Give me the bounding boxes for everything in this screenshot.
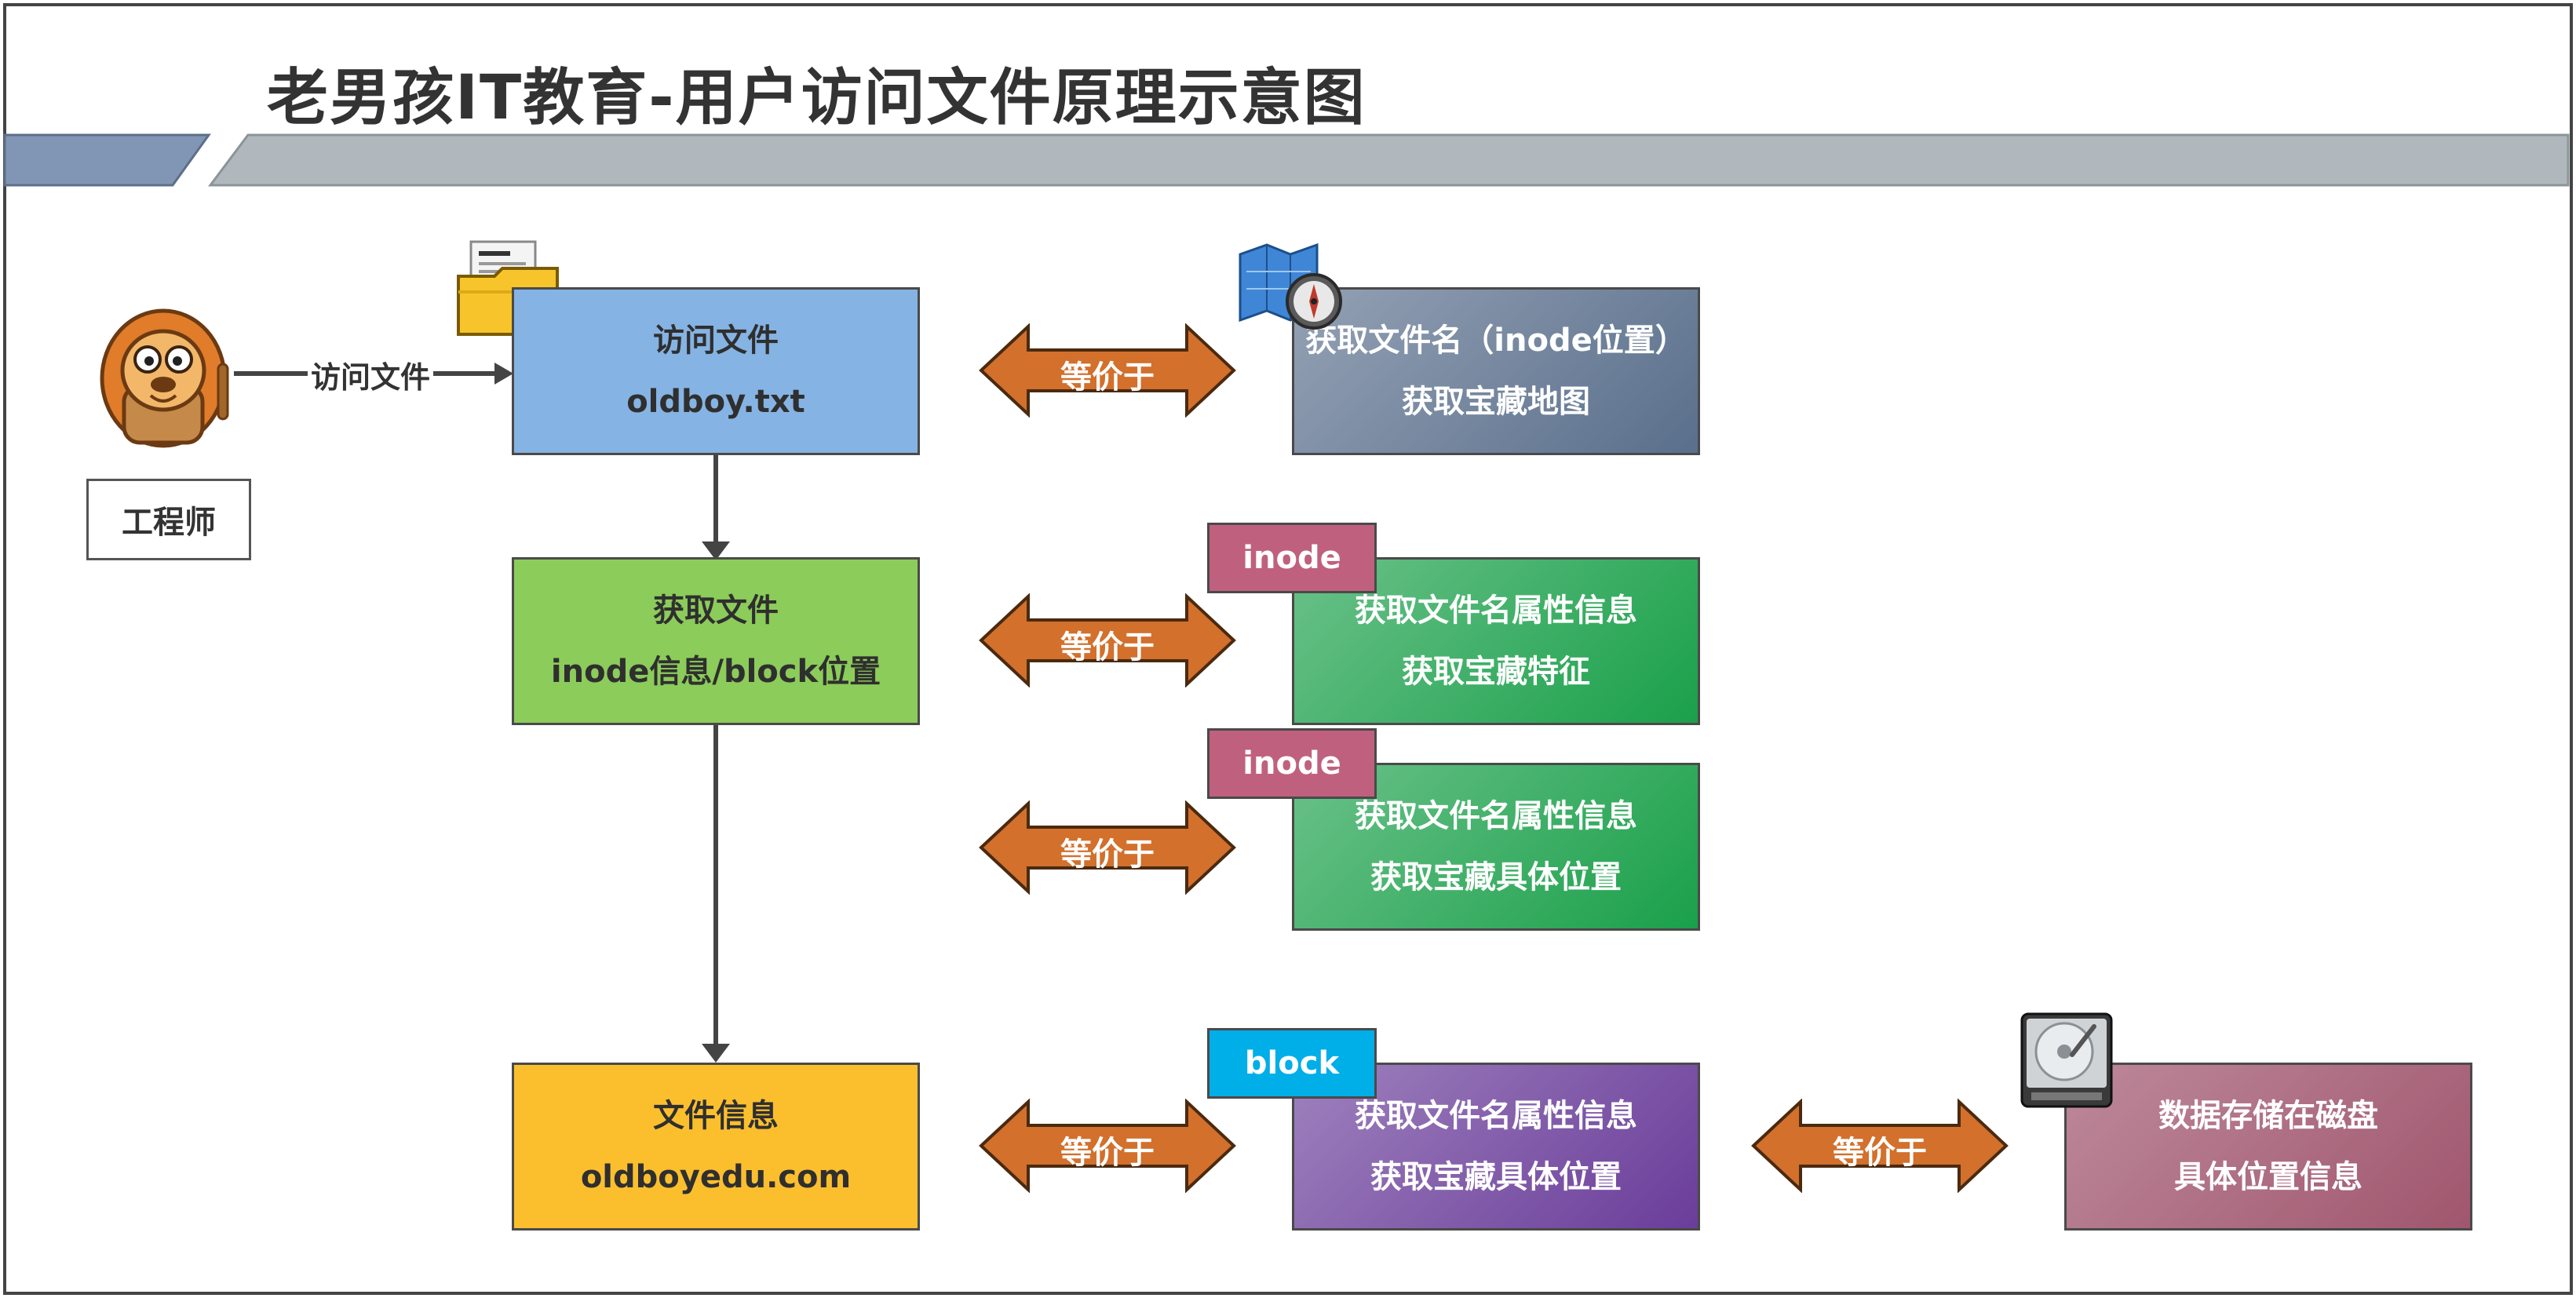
analogy-box-line1: 获取文件名属性信息 <box>1355 1098 1637 1134</box>
analogy-box-line2: 获取宝藏具体位置 <box>1370 1159 1622 1195</box>
lion-icon <box>100 308 229 448</box>
flow-box-get-file: 获取文件 inode信息/block位置 <box>512 557 920 725</box>
header-band-left <box>3 133 211 187</box>
page-title: 老男孩IT教育-用户访问文件原理示意图 <box>267 63 1366 133</box>
flow-box-line1: 访问文件 <box>653 323 779 359</box>
flow-box-file-info: 文件信息 oldboyedu.com <box>512 1063 920 1231</box>
equivalent-arrow-1 <box>979 323 1236 417</box>
flow-box-line1: 文件信息 <box>653 1098 779 1134</box>
actor-label: 工程师 <box>122 505 216 541</box>
analogy-box-treasure-location-inode: 获取文件名属性信息 获取宝藏具体位置 <box>1292 763 1700 931</box>
treasure-map-compass-icon <box>1239 242 1342 330</box>
outer-border <box>3 3 2573 1295</box>
actor-label-box: 工程师 <box>86 479 251 560</box>
connector-2-3-head <box>702 1044 730 1063</box>
analogy-box-line1: 获取文件名属性信息 <box>1355 798 1637 834</box>
analogy-box-line1: 获取文件名属性信息 <box>1355 592 1637 629</box>
equivalent-label-1: 等价于 <box>1060 359 1155 396</box>
equivalent-arrow-4 <box>979 1099 1236 1193</box>
connector-1-2-head <box>702 541 730 560</box>
block-tag: block <box>1207 1028 1377 1099</box>
analogy-box-line2: 获取宝藏具体位置 <box>1370 859 1622 895</box>
analogy-box-line2: 获取宝藏地图 <box>1402 384 1590 420</box>
flow-box-line2: inode信息/block位置 <box>550 654 881 690</box>
flow-box-line1: 获取文件 <box>653 592 779 629</box>
inode-tag-2: inode <box>1207 728 1377 799</box>
analogy-box-line1: 获取文件名（inode位置） <box>1305 323 1687 359</box>
flow-box-line2: oldboyedu.com <box>580 1159 852 1195</box>
disk-storage-box: 数据存储在磁盘 具体位置信息 <box>2064 1063 2472 1231</box>
disk-box-line2: 具体位置信息 <box>2174 1159 2363 1195</box>
equivalent-arrow-3 <box>979 800 1236 895</box>
equivalent-label-4: 等价于 <box>1060 1135 1155 1171</box>
flow-box-line2: oldboy.txt <box>626 384 805 420</box>
equivalent-label-2: 等价于 <box>1060 629 1155 665</box>
equivalent-arrow-5 <box>1751 1099 2009 1193</box>
equivalent-label-5: 等价于 <box>1833 1135 1927 1171</box>
header-band-right <box>208 133 2570 187</box>
disk-box-line1: 数据存储在磁盘 <box>2158 1098 2378 1134</box>
equivalent-arrow-2 <box>979 593 1236 687</box>
equivalent-label-3: 等价于 <box>1060 837 1155 873</box>
analogy-box-treasure-features: 获取文件名属性信息 获取宝藏特征 <box>1292 557 1700 725</box>
inode-tag-1: inode <box>1207 523 1377 593</box>
access-arrow-head <box>494 363 513 385</box>
analogy-box-treasure-map: 获取文件名（inode位置） 获取宝藏地图 <box>1292 287 1700 455</box>
hard-disk-icon <box>2020 1012 2113 1108</box>
access-edge-label: 访问文件 <box>308 353 434 396</box>
analogy-box-line2: 获取宝藏特征 <box>1402 654 1590 690</box>
flow-box-access-file: 访问文件 oldboy.txt <box>512 287 920 455</box>
